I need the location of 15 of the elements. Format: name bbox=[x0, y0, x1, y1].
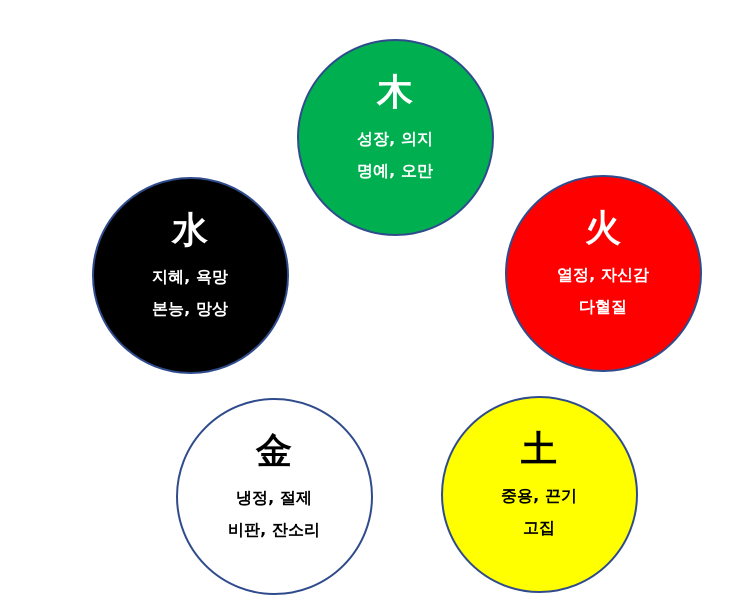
element-character: 金 bbox=[256, 432, 292, 472]
element-character: 土 bbox=[521, 430, 557, 470]
trait-text: 중용, 끈기 bbox=[501, 486, 577, 506]
trait-text: 명예, 오만 bbox=[357, 160, 433, 180]
trait-text: 다혈질 bbox=[579, 296, 627, 316]
element-character: 水 bbox=[172, 210, 208, 250]
trait-text: 지혜, 욕망 bbox=[152, 266, 228, 286]
trait-text: 비판, 잔소리 bbox=[228, 520, 320, 540]
trait-text: 본능, 망상 bbox=[152, 298, 228, 318]
trait-text: 냉정, 절제 bbox=[236, 488, 312, 508]
trait-text: 열정, 자신감 bbox=[557, 264, 649, 284]
trait-text: 성장, 의지 bbox=[357, 128, 433, 148]
element-character: 木 bbox=[377, 72, 413, 112]
trait-text: 고집 bbox=[523, 518, 555, 538]
element-character: 火 bbox=[585, 208, 621, 248]
